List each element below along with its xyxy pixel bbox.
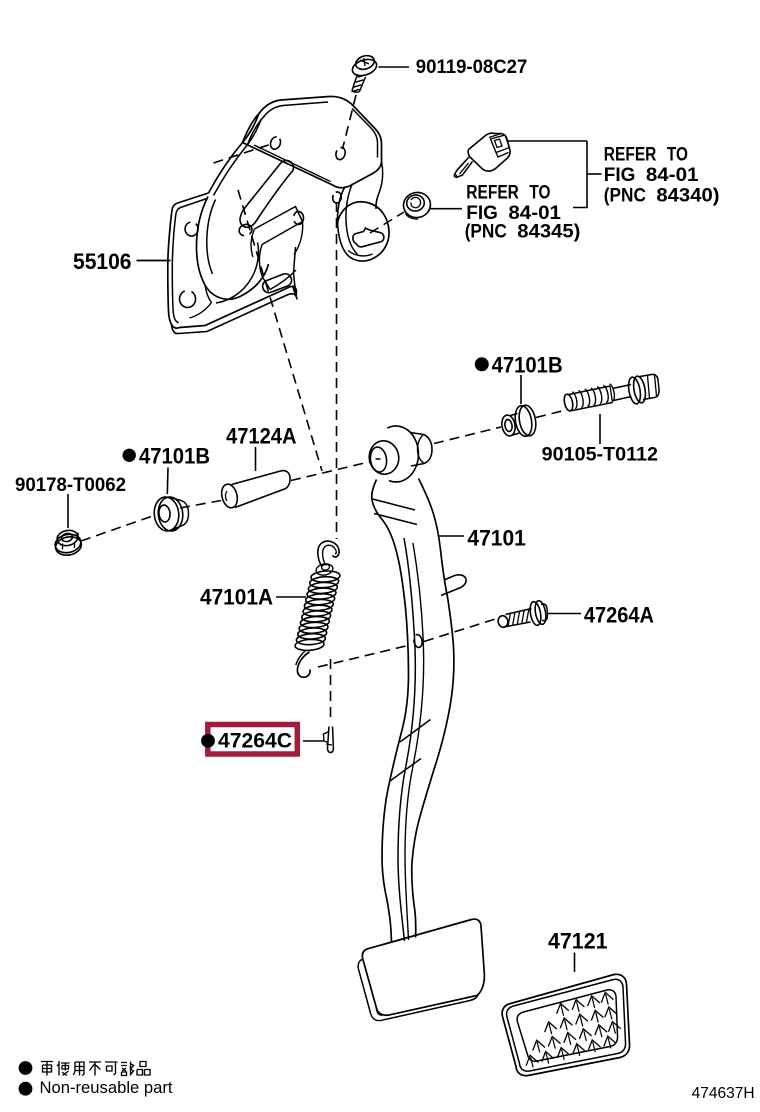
svg-text:FIG: FIG — [466, 203, 498, 224]
svg-text:84-01: 84-01 — [508, 203, 561, 224]
svg-text:47101B: 47101B — [492, 352, 563, 377]
svg-text:90178-T0062: 90178-T0062 — [15, 475, 126, 496]
svg-text:47121: 47121 — [548, 928, 608, 953]
svg-text:55106: 55106 — [73, 249, 132, 274]
svg-text:(PNC: (PNC — [465, 221, 507, 242]
svg-text:TO: TO — [529, 183, 550, 204]
svg-text:84-01: 84-01 — [646, 165, 699, 186]
svg-text:47101: 47101 — [467, 526, 526, 551]
svg-text:90105-T0112: 90105-T0112 — [542, 444, 658, 465]
svg-text:(PNC: (PNC — [604, 185, 646, 206]
svg-text:90119-08C27: 90119-08C27 — [416, 57, 528, 78]
svg-text:47101B: 47101B — [139, 444, 210, 469]
svg-text:84345): 84345) — [517, 221, 580, 242]
svg-text:47101A: 47101A — [200, 584, 273, 609]
svg-text:REFER: REFER — [466, 183, 519, 204]
svg-text:TO: TO — [667, 145, 688, 166]
svg-text:REFER: REFER — [604, 145, 657, 166]
svg-text:47124A: 47124A — [226, 424, 297, 449]
svg-text:47264C: 47264C — [218, 729, 292, 753]
svg-text:47264A: 47264A — [584, 602, 654, 627]
svg-text:474637H: 474637H — [692, 1085, 755, 1102]
svg-text:84340): 84340) — [656, 185, 719, 206]
svg-text:FIG: FIG — [604, 165, 636, 186]
svg-text:Non-reusable part: Non-reusable part — [40, 1079, 173, 1097]
